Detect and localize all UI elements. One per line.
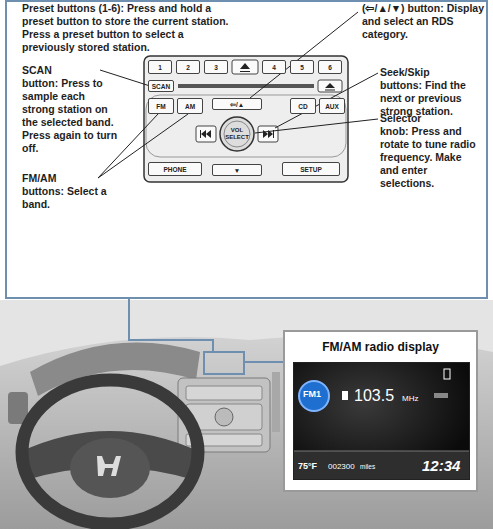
preset-button: 3	[204, 60, 228, 74]
location-leader	[129, 299, 213, 352]
setup-button: SETUP	[282, 162, 340, 176]
button-label: PHONE	[163, 166, 186, 173]
callout-heading: (⇦/▲/▼) button:	[362, 2, 444, 14]
panel-frame	[6, 1, 487, 298]
screen-readout: 103.5	[354, 387, 394, 405]
scan-button: SCAN	[148, 80, 174, 92]
dashboard-illustration	[186, 386, 262, 400]
leader-line	[255, 119, 378, 133]
knob-ring	[224, 121, 250, 147]
audio-faceplate	[144, 56, 348, 182]
radio-screen: FM1 103.5 MHz 75°F 002300 miles 12:34	[293, 362, 470, 480]
rds-button: ▼	[212, 164, 262, 176]
button-label: 1	[158, 64, 162, 71]
audio-faceplate	[144, 56, 348, 182]
seek-button	[200, 130, 211, 138]
button-label: CD	[298, 103, 307, 110]
callout-heading: Preset buttons (1-6):	[22, 2, 124, 14]
band-icon	[299, 381, 329, 411]
callout-text: Seek/Skip buttons:Find the next or previ…	[380, 66, 485, 118]
dashboard-illustration	[22, 380, 198, 524]
callout-text: Preset buttons (1-6):Press and hold a pr…	[22, 2, 234, 54]
dashboard-illustration	[70, 438, 150, 498]
dashboard-illustration	[215, 408, 233, 426]
screen-readout: 002300	[328, 462, 355, 471]
button-label: ⇦/▲	[230, 101, 244, 108]
location-leader	[244, 361, 283, 363]
knob-outline	[220, 117, 254, 151]
eject-button	[232, 60, 342, 92]
status-icon	[434, 393, 448, 398]
status-icon	[444, 369, 450, 379]
dashboard-illustration	[0, 300, 493, 529]
dashboard-illustration	[272, 372, 280, 432]
selector-knob: VOL SELECT	[219, 116, 255, 152]
callout-heading: SCAN button:	[22, 64, 58, 89]
button-label: SCAN	[152, 83, 170, 90]
display-heading: FM/AM radio display	[285, 340, 476, 354]
preset-button: 4	[262, 60, 286, 74]
dashboard-illustration	[97, 456, 121, 476]
source-button: CD	[290, 98, 316, 114]
button-label: 5	[300, 64, 304, 71]
audio-faceplate	[178, 84, 314, 88]
leader-line	[275, 73, 378, 128]
status-bar	[294, 451, 470, 480]
preset-icon	[342, 391, 348, 400]
eject-button	[325, 83, 335, 91]
seek-button	[196, 126, 278, 142]
band-button: AM	[177, 98, 203, 114]
button-label: ▼	[234, 167, 240, 174]
callout-text: (⇦/▲/▼) button:Display and select an RDS…	[362, 2, 486, 41]
screen-readout: MHz	[402, 394, 418, 403]
location-leader	[129, 299, 283, 374]
button-label: AM	[185, 103, 195, 110]
button-label: SETUP	[300, 166, 322, 173]
source-button: AUX	[319, 98, 345, 114]
callout-text: FM/AM buttons:Select a band.	[22, 172, 120, 211]
preset-button: 2	[176, 60, 200, 74]
callout-text: SCAN button:Press to sample each strong …	[22, 64, 120, 155]
callout-heading: FM/AM buttons:	[22, 172, 64, 197]
button-label: 4	[272, 64, 276, 71]
screen-readout: 75°F	[298, 461, 317, 471]
rds-button: ⇦/▲	[212, 98, 262, 110]
phone-button: PHONE	[148, 162, 202, 176]
seek-button	[196, 126, 216, 142]
button-label: AUX	[325, 103, 339, 110]
button-label: VOL SELECT	[224, 127, 250, 141]
band-button: FM	[148, 98, 174, 114]
status-bar	[294, 451, 470, 452]
button-label: 6	[328, 64, 332, 71]
eject-button	[240, 63, 250, 72]
callout-text: Selector knob:Press and rotate to tune r…	[380, 112, 482, 190]
screen-readout: 12:34	[422, 457, 460, 474]
leader-line	[250, 12, 358, 98]
eject-button	[232, 60, 258, 74]
preset-button: 5	[290, 60, 314, 74]
leader-line	[100, 70, 150, 86]
button-label: 2	[186, 64, 190, 71]
callout-heading: Seek/Skip buttons:	[380, 66, 430, 91]
button-label: 3	[214, 64, 218, 71]
screen-readout: FM1	[303, 389, 321, 399]
preset-button: 6	[318, 60, 342, 74]
dashboard-illustration	[0, 300, 493, 529]
seek-button	[258, 126, 278, 142]
location-leader	[204, 352, 244, 374]
panel-frame	[6, 1, 487, 298]
button-label: FM	[156, 103, 165, 110]
eject-button	[318, 80, 342, 92]
screen-readout: miles	[360, 463, 375, 470]
preset-button: 1	[148, 60, 172, 74]
display-callout-box: FM/AM radio displayFM1 103.5 MHz 75°F 002300…	[283, 330, 478, 492]
